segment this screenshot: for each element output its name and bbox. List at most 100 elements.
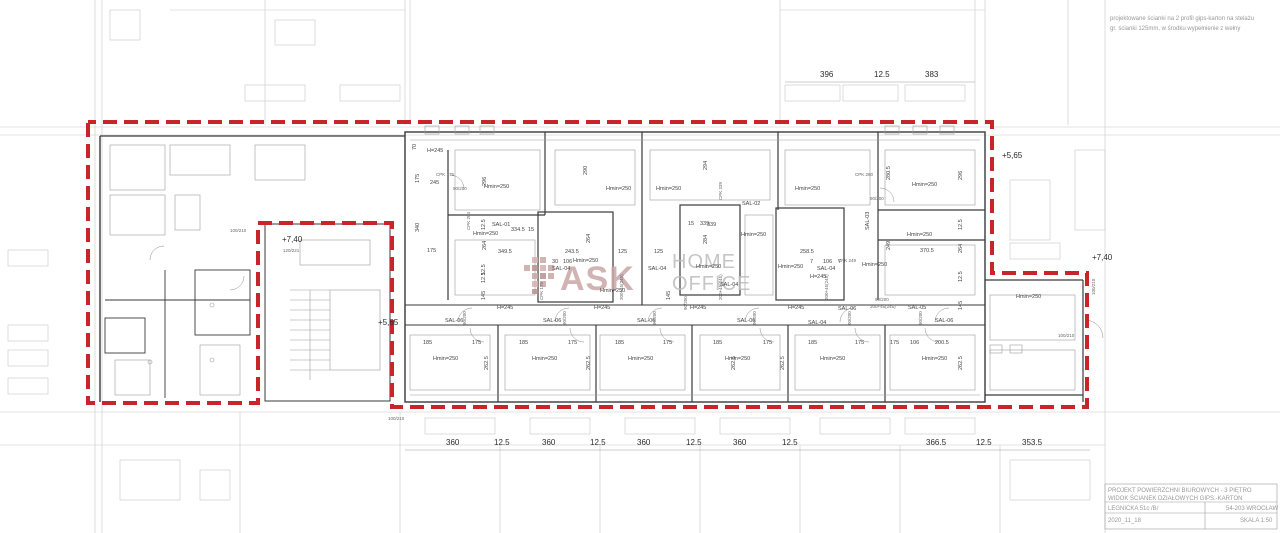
room-label: Hmin=250 bbox=[532, 356, 557, 362]
door-height: H=245 bbox=[594, 305, 610, 311]
door-code: 90/200 bbox=[752, 311, 757, 325]
room-label: Hmin=250 bbox=[628, 356, 653, 362]
misc-labels: CPK 175 CPK 339 CPK 280 CPK 249 CPK 204 … bbox=[283, 172, 874, 300]
dim: 175 bbox=[568, 340, 577, 346]
dim: 30 bbox=[552, 259, 558, 265]
misc-label: CPK 175 bbox=[436, 172, 455, 177]
dim: 200.5 bbox=[935, 340, 949, 346]
dim: 175 bbox=[663, 340, 672, 346]
door-code: 90/200 bbox=[652, 311, 657, 325]
door-code: 200+45(245) bbox=[870, 304, 896, 309]
dim: 106 bbox=[563, 259, 572, 265]
dim: 284 bbox=[703, 235, 709, 244]
sal-label: SAL-06 bbox=[637, 318, 655, 324]
dim-bottom: 366.5 bbox=[926, 438, 947, 447]
dim-bottom: 360 bbox=[446, 438, 460, 447]
door-code: 90/200 bbox=[562, 311, 567, 325]
dim: 249 bbox=[886, 241, 892, 250]
room-label: Hmin=250 bbox=[573, 258, 598, 264]
misc-label: CPK 280 bbox=[855, 172, 874, 177]
dim: 262.5 bbox=[958, 356, 964, 370]
logo-office-text: OFFICE bbox=[672, 273, 751, 295]
room-label: Hmin=250 bbox=[473, 231, 498, 237]
dim-bottom: 12.5 bbox=[686, 438, 702, 447]
dim: 262.5 bbox=[484, 356, 490, 370]
sal-label: SAL-06 bbox=[543, 318, 561, 324]
dim: 296 bbox=[482, 177, 488, 186]
dim: 264 bbox=[958, 244, 964, 253]
dim: 175 bbox=[890, 340, 899, 346]
highlight-outline bbox=[86, 120, 1089, 409]
note-line-2: gr. ścianki 125mm, w środku wypełnienie … bbox=[1110, 26, 1240, 32]
dim: 264 bbox=[482, 241, 488, 250]
dim: 145 bbox=[481, 291, 487, 300]
door-height: H=245 bbox=[427, 148, 443, 154]
dim: 145 bbox=[958, 301, 964, 310]
dim: 296 bbox=[958, 171, 964, 180]
door-code: 90/200 bbox=[462, 311, 467, 325]
dim: 185 bbox=[423, 340, 432, 346]
sal-label: SAL-04 bbox=[817, 266, 835, 272]
logo-home-text: HOME bbox=[672, 251, 736, 273]
dim: 185 bbox=[519, 340, 528, 346]
misc-label: CPK 249 bbox=[838, 258, 857, 263]
title-date: 2020_11_18 bbox=[1108, 518, 1142, 524]
room-label: Hmin=250 bbox=[606, 186, 631, 192]
room-label: Hmin=250 bbox=[484, 184, 509, 190]
dim: 243.5 bbox=[565, 249, 579, 255]
door-codes: 90/200 90/200 90/200 90/200 90/200 90/20… bbox=[230, 186, 1096, 421]
dim: 7 bbox=[838, 259, 841, 265]
dim: 262.5 bbox=[731, 356, 737, 370]
dim-bottom: 360 bbox=[637, 438, 651, 447]
dim: 339 bbox=[707, 222, 716, 228]
door-heights: H=245 H=245 H=245 H=245 H=245 H=245 bbox=[427, 148, 826, 311]
dim: 70 bbox=[412, 144, 418, 150]
dim-bottom: 353.5 bbox=[1022, 438, 1043, 447]
dim-bottom: 360 bbox=[733, 438, 747, 447]
title-line-2: WIDOK ŚCIANEK DZIAŁOWYCH GIPS.-KARTON bbox=[1108, 494, 1242, 502]
level-markers: +5,65 +7,40 +7,40 +5,65 bbox=[282, 151, 1113, 327]
dim-bottom: 12.5 bbox=[782, 438, 798, 447]
dim: 12.5 bbox=[481, 264, 487, 275]
dim: 125 bbox=[618, 249, 627, 255]
room-label: Hmin=250 bbox=[741, 232, 766, 238]
room-label: Hmin=250 bbox=[656, 186, 681, 192]
door-code: 90/200 bbox=[918, 311, 923, 325]
logo-ask-text: ASK bbox=[560, 260, 635, 298]
title-line-1: PROJEKT POWIERZCHNI BIUROWYCH - 3 PIĘTRO bbox=[1108, 488, 1252, 494]
dim: 12.5 bbox=[481, 219, 487, 230]
title-address: LEGNICKA 51c /B/ bbox=[1108, 506, 1159, 512]
dim: 145 bbox=[666, 291, 672, 300]
dim: 294 bbox=[703, 161, 709, 170]
sal-label: SAL-05 bbox=[908, 305, 926, 311]
dim: 12.5 bbox=[481, 272, 487, 283]
top-note: projektowane ścianki na 2 profil gips-ka… bbox=[1110, 16, 1254, 32]
dim: 12.5 bbox=[958, 271, 964, 282]
dim: 175 bbox=[427, 248, 436, 254]
level-right: +7,40 bbox=[1092, 253, 1113, 262]
dim: 175 bbox=[763, 340, 772, 346]
logo-pixel-mark bbox=[524, 257, 554, 294]
dim: 262.5 bbox=[780, 356, 786, 370]
doors bbox=[149, 174, 1104, 343]
room-label: Hmin=250 bbox=[1016, 294, 1041, 300]
door-code: 90/200 bbox=[875, 297, 889, 302]
sal-label: SAL-03 bbox=[865, 212, 871, 230]
misc-label: CPK 204 bbox=[466, 211, 471, 230]
dim: 175 bbox=[855, 340, 864, 346]
door-code: 90/200 bbox=[870, 196, 884, 201]
watermark-logo: ASK HOME OFFICE bbox=[524, 251, 751, 298]
sal-label: SAL-04 bbox=[808, 320, 826, 326]
sal-label: SAL-02 bbox=[742, 201, 760, 207]
sal-label: SAL-06 bbox=[445, 318, 463, 324]
dim: 262.5 bbox=[586, 356, 592, 370]
dim-top-1: 12.5 bbox=[874, 70, 890, 79]
door-code: 200+45(245) bbox=[824, 274, 829, 300]
sal-label: SAL-06 bbox=[838, 306, 856, 312]
left-block bbox=[104, 144, 306, 398]
title-scale: SKALA 1:50 bbox=[1240, 518, 1273, 524]
dim-top-2: 383 bbox=[925, 70, 939, 79]
dim: 334.5 bbox=[511, 227, 525, 233]
room-label: Hmin=250 bbox=[778, 264, 803, 270]
